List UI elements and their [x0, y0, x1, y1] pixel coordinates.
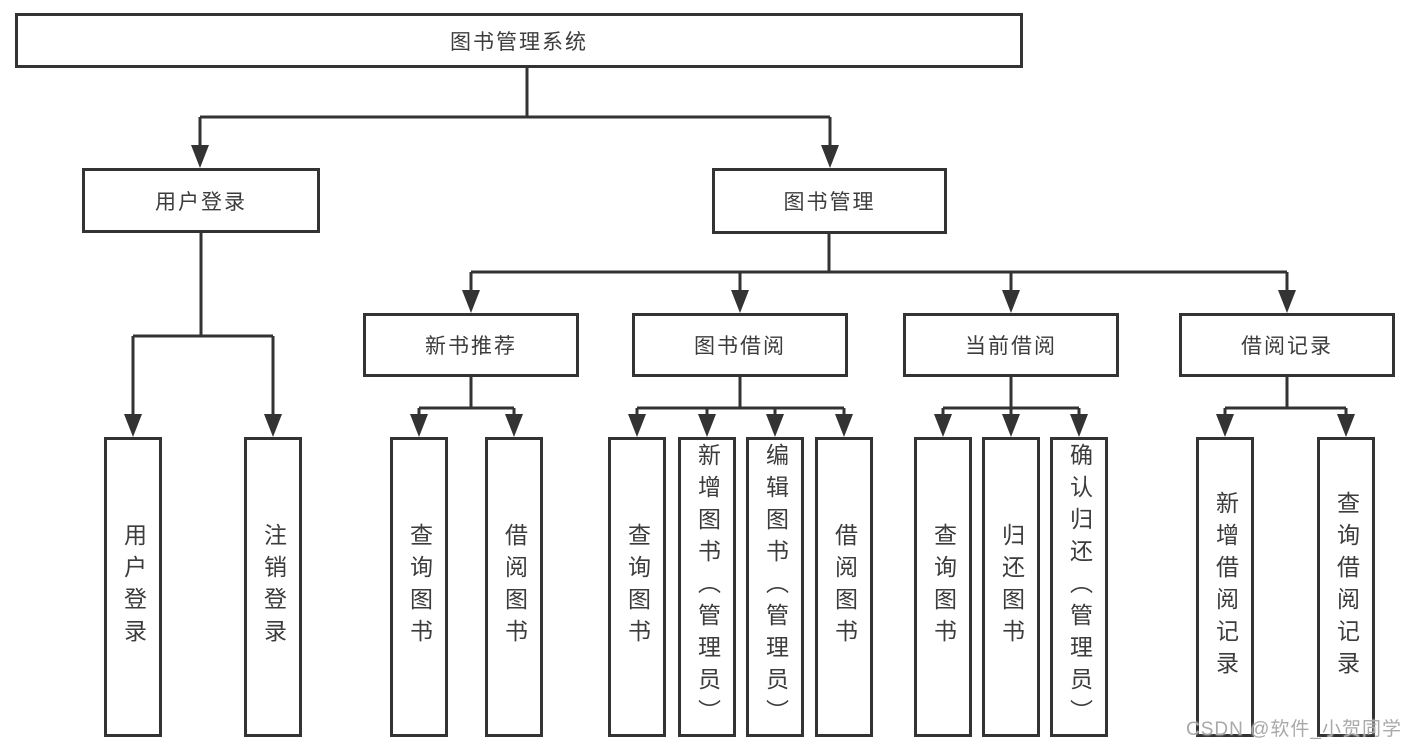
leaf-current-return-books-label: 归还图书	[998, 523, 1025, 651]
leaf-user-login: 用户登录	[104, 437, 162, 737]
leaf-borrow-edit-books-admin: 编辑图书（管理员）	[746, 437, 804, 737]
node-current-borrow-label: 当前借阅	[965, 335, 1057, 358]
leaf-current-query-books: 查询图书	[914, 437, 972, 737]
node-user-login: 用户登录	[82, 168, 320, 233]
node-root-label: 图书管理系统	[450, 30, 588, 54]
leaf-borrow-borrow-books-label: 借阅图书	[831, 523, 858, 651]
node-current-borrow: 当前借阅	[903, 313, 1119, 377]
leaf-borrow-query-books-label: 查询图书	[624, 523, 651, 651]
leaf-records-query-record-label: 查询借阅记录	[1333, 491, 1360, 683]
node-new-book-recommend-label: 新书推荐	[425, 335, 517, 358]
node-borrow-records: 借阅记录	[1179, 313, 1395, 377]
leaf-logout: 注销登录	[244, 437, 302, 737]
node-user-login-label: 用户登录	[155, 190, 247, 214]
leaf-records-add-record-label: 新增借阅记录	[1212, 491, 1239, 683]
arrowheads	[124, 145, 1355, 437]
leaf-borrow-borrow-books: 借阅图书	[815, 437, 873, 737]
leaf-user-login-label: 用户登录	[120, 523, 147, 651]
leaf-borrow-add-books-admin-label: 新增图书（管理员）	[694, 443, 721, 731]
leaf-newbooks-borrow-books: 借阅图书	[485, 437, 543, 737]
node-borrow-records-label: 借阅记录	[1241, 335, 1333, 358]
leaf-borrow-query-books: 查询图书	[608, 437, 666, 737]
leaf-borrow-edit-books-admin-label: 编辑图书（管理员）	[762, 443, 789, 731]
node-book-borrow: 图书借阅	[632, 313, 848, 377]
leaf-newbooks-query-books: 查询图书	[390, 437, 448, 737]
leaf-newbooks-borrow-books-label: 借阅图书	[501, 523, 528, 651]
node-root: 图书管理系统	[15, 13, 1023, 68]
node-book-management: 图书管理	[712, 168, 947, 234]
leaf-current-query-books-label: 查询图书	[930, 523, 957, 651]
leaf-borrow-add-books-admin: 新增图书（管理员）	[678, 437, 736, 737]
leaf-logout-label: 注销登录	[260, 523, 287, 651]
node-book-management-label: 图书管理	[783, 191, 876, 214]
leaf-records-add-record: 新增借阅记录	[1196, 437, 1254, 737]
node-new-book-recommend: 新书推荐	[363, 313, 579, 377]
leaf-current-confirm-return-admin-label: 确认归还（管理员）	[1066, 443, 1093, 731]
leaf-current-confirm-return-admin: 确认归还（管理员）	[1050, 437, 1108, 737]
csdn-watermark: CSDN @软件_小贺同学	[1186, 719, 1402, 740]
leaf-records-query-record: 查询借阅记录	[1317, 437, 1375, 737]
leaf-current-return-books: 归还图书	[982, 437, 1040, 737]
leaf-newbooks-query-books-label: 查询图书	[406, 523, 433, 651]
node-book-borrow-label: 图书借阅	[694, 335, 786, 358]
